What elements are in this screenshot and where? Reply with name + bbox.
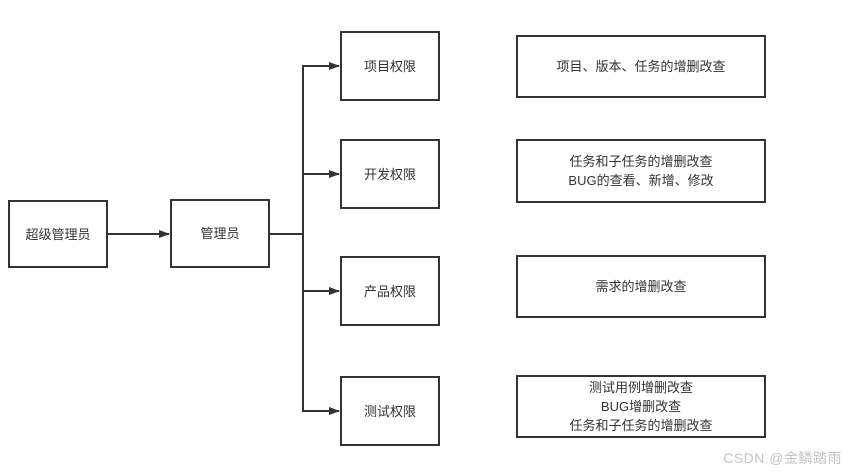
node-permission-project-label: 项目权限 (363, 58, 416, 74)
desc-line: 项目、版本、任务的增删改查 (556, 59, 726, 74)
node-super-admin-label: 超级管理员 (25, 226, 91, 242)
node-permission-develop-label: 开发权限 (363, 166, 416, 182)
node-admin: 管理员 (170, 199, 270, 268)
node-super-admin: 超级管理员 (8, 200, 108, 268)
node-permission-product-label: 产品权限 (363, 283, 416, 299)
node-permission-product: 产品权限 (340, 256, 440, 326)
node-permission-project: 项目权限 (340, 31, 440, 101)
desc-line: 需求的增删改查 (595, 279, 687, 294)
node-admin-label: 管理员 (200, 226, 240, 241)
node-desc-product: 需求的增删改查 (516, 255, 766, 318)
desc-line: 测试用例增删改查 (588, 380, 693, 395)
node-permission-develop: 开发权限 (340, 139, 440, 209)
csdn-watermark: CSDN @金鳞踏雨 (723, 450, 842, 466)
node-desc-project: 项目、版本、任务的增删改查 (516, 35, 766, 98)
node-desc-develop: 任务和子任务的增删改查 BUG的查看、新增、修改 (516, 139, 766, 203)
desc-line: 任务和子任务的增删改查 (569, 418, 713, 433)
node-permission-test-label: 测试权限 (363, 403, 416, 419)
node-permission-test: 测试权限 (340, 376, 440, 446)
node-desc-test: 测试用例增删改查 BUG增删改查 任务和子任务的增删改查 (516, 375, 766, 438)
desc-line: BUG的查看、新增、修改 (568, 173, 714, 188)
desc-line: 任务和子任务的增删改查 (569, 154, 713, 169)
desc-line: BUG增删改查 (600, 399, 682, 414)
